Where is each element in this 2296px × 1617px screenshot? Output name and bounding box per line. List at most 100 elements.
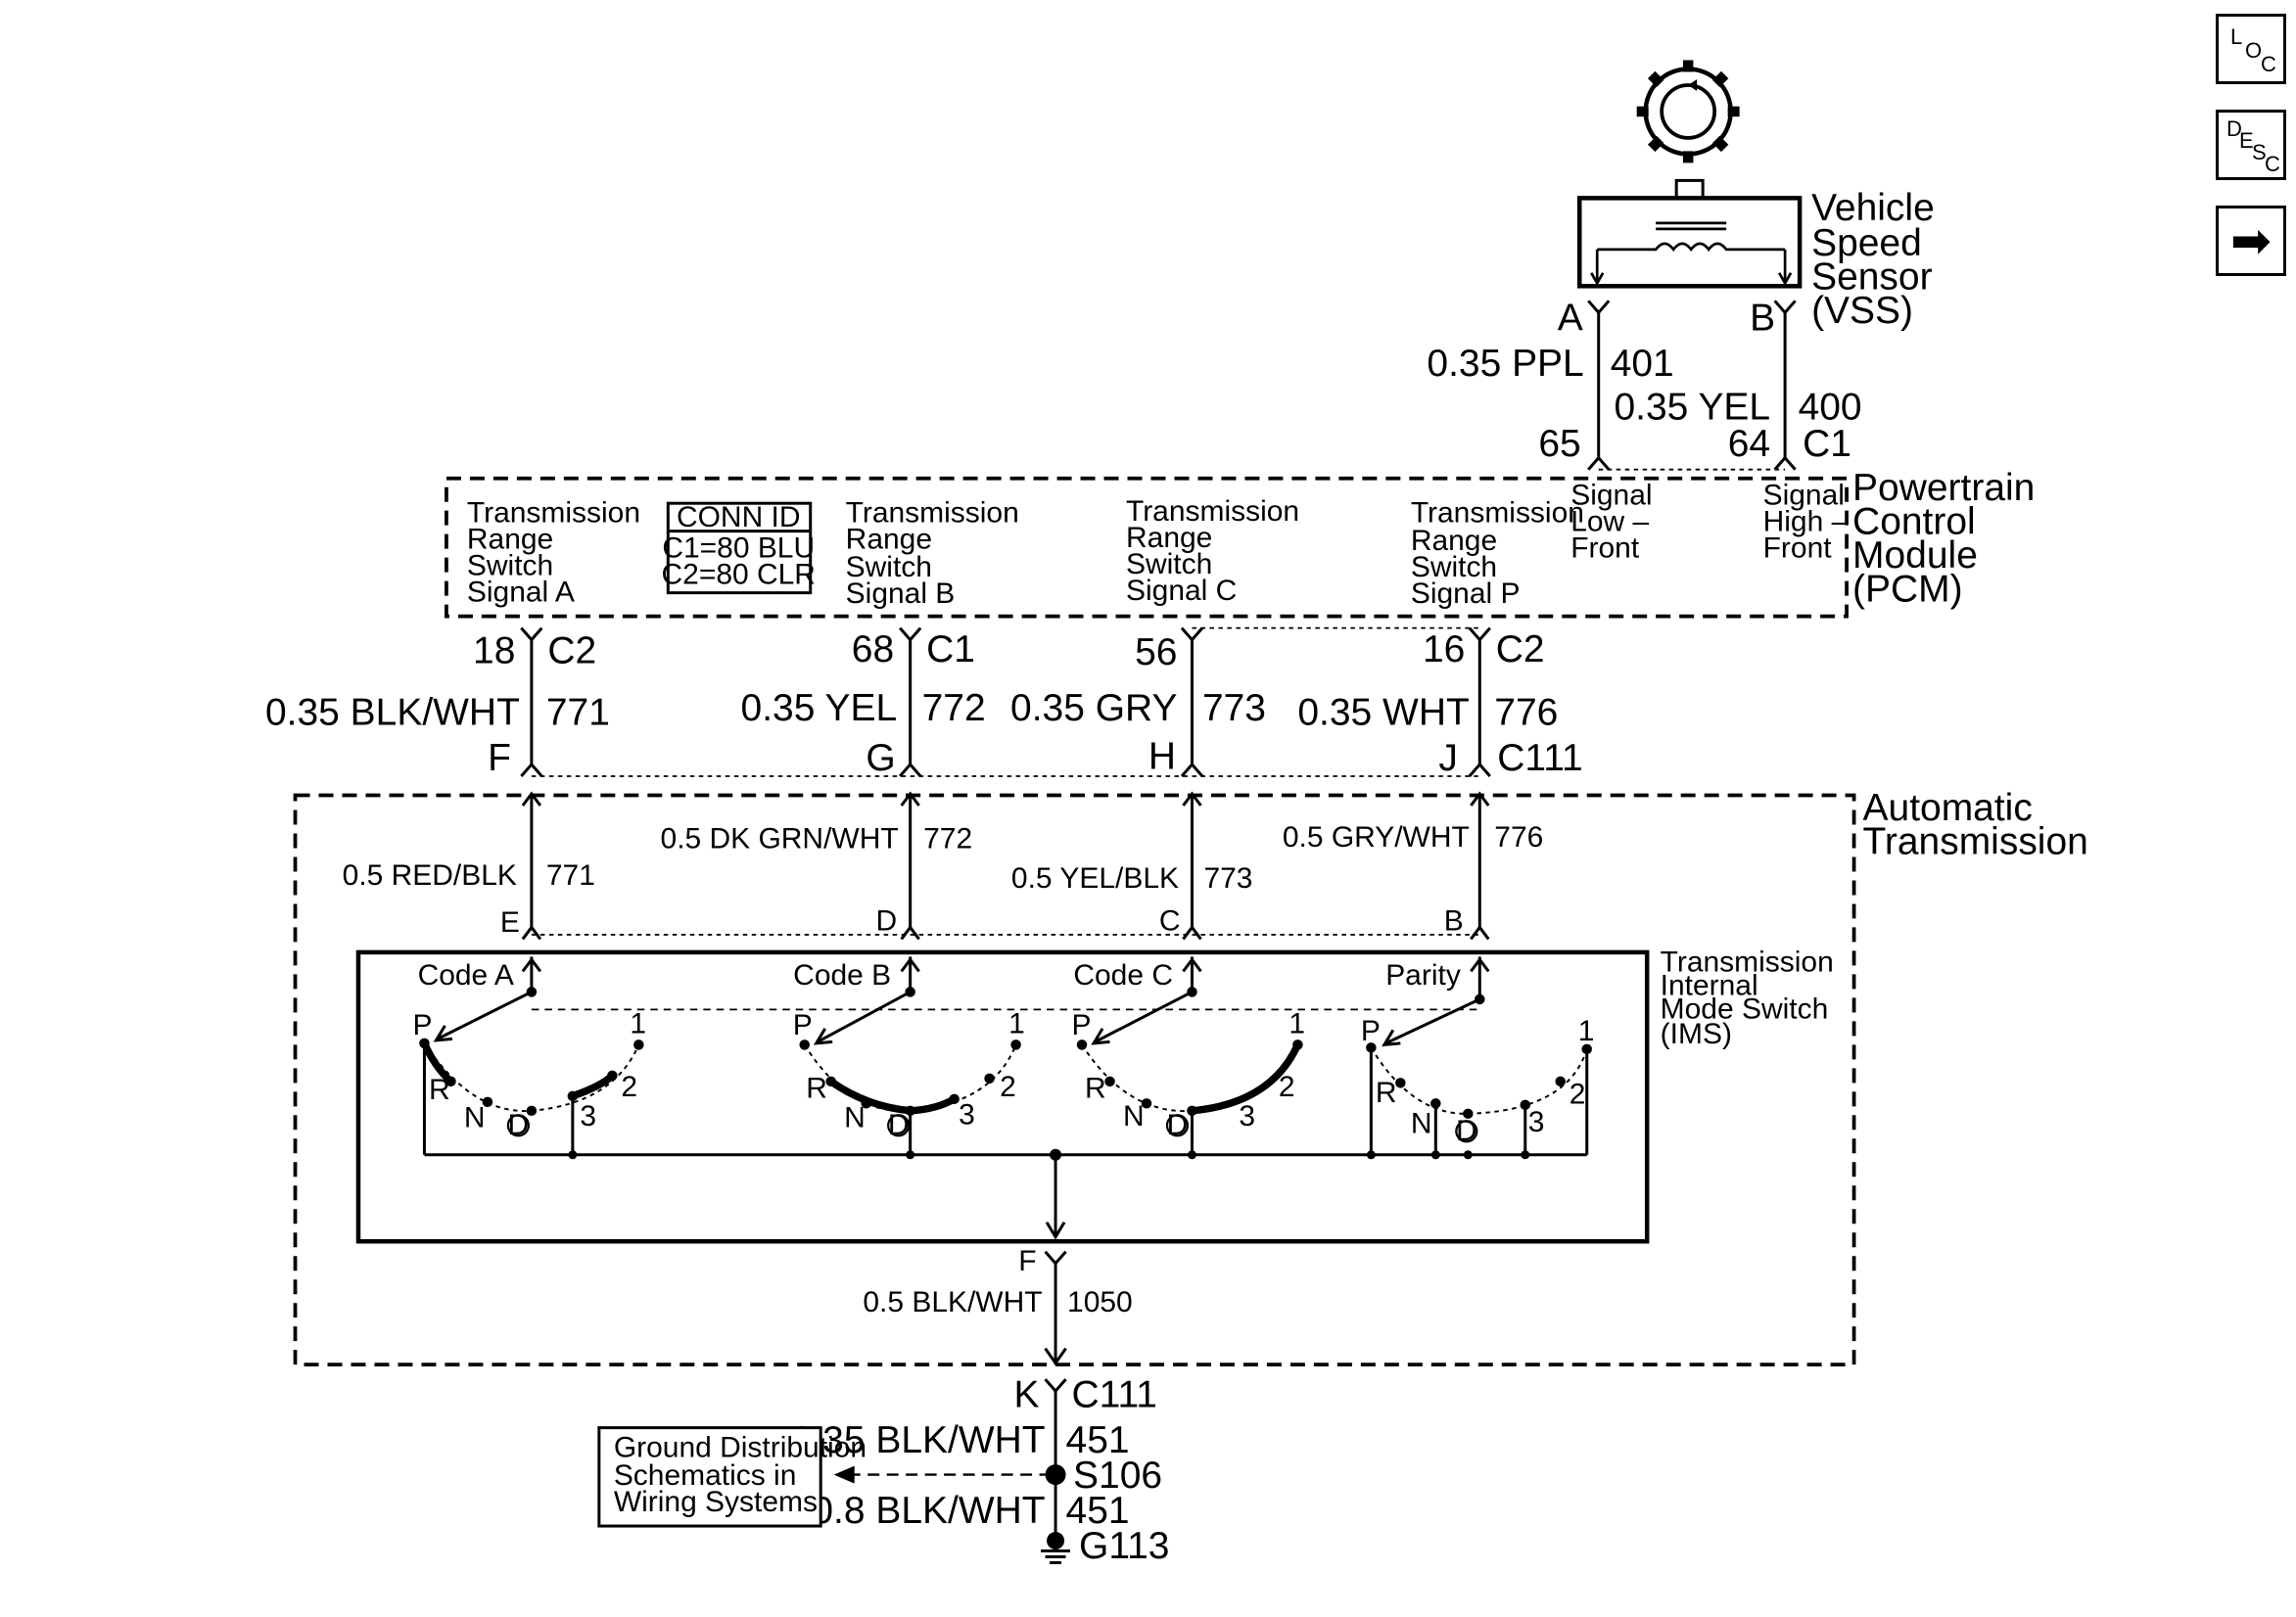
- next-page-button[interactable]: ➡: [2216, 206, 2286, 276]
- ims-pin-c: C: [1159, 904, 1181, 937]
- c111-pin-g: G: [866, 737, 895, 779]
- ims-switch-code-b-label: Code B: [793, 959, 891, 992]
- ims-switch-code-a-label: Code A: [418, 959, 514, 992]
- trans-wire-772-circuit: 772: [923, 822, 972, 855]
- vss-mount-stub: [1674, 178, 1705, 200]
- wire-773-label: 0.35 GRY: [1010, 687, 1177, 729]
- ground-distribution-reference-box[interactable]: Ground Distribution Schematics in Wiring…: [597, 1426, 867, 1528]
- trans-wire-773-label: 0.5 YEL/BLK: [1011, 862, 1179, 895]
- ims-c-pos-r: R: [1085, 1072, 1106, 1104]
- pcm-input-signal-low-front: Signal Low – Front: [1570, 480, 1652, 565]
- vss-title-line2: Speed: [1811, 222, 1922, 264]
- vss-coil-icon: [1590, 221, 1793, 287]
- pcm-wire-773: [1180, 626, 1204, 778]
- svg-text:Range: Range: [1411, 525, 1497, 557]
- transmission-box: [293, 793, 1856, 1367]
- vss-body: [1576, 196, 1803, 289]
- location-button[interactable]: L O C: [2216, 14, 2286, 84]
- ims-a-pos-3: 3: [580, 1100, 596, 1132]
- ims-c-pos-1: 1: [1289, 1007, 1305, 1040]
- wire-772-circuit: 772: [922, 687, 986, 729]
- svg-text:Switch: Switch: [467, 550, 553, 582]
- ims-c-pos-p: P: [1072, 1009, 1092, 1041]
- trans-wire-771-circuit: 771: [546, 859, 595, 892]
- pcm-pin-64: 64: [1728, 423, 1770, 465]
- svg-text:High –: High –: [1763, 506, 1849, 538]
- ims-a-pos-p: P: [412, 1009, 432, 1041]
- svg-text:CONN ID: CONN ID: [677, 501, 801, 533]
- ims-switch-code-a: [419, 956, 644, 1160]
- trans-wire-772: [900, 791, 920, 941]
- trans-wire-773-circuit: 773: [1203, 862, 1252, 895]
- ims-p-pos-p: P: [1361, 1015, 1381, 1047]
- ims-switch-code-c-label: Code C: [1073, 959, 1173, 992]
- ims-p-pos-1: 1: [1578, 1015, 1595, 1047]
- ims-c-pos-2: 2: [1279, 1071, 1295, 1103]
- ims-a-pos-1: 1: [630, 1007, 646, 1040]
- ims-p-pos-d: D: [1456, 1115, 1477, 1147]
- wire-776-circuit: 776: [1494, 692, 1558, 734]
- svg-text:Range: Range: [846, 524, 932, 556]
- ims-pin-d: D: [875, 904, 897, 937]
- ims-c-pos-d: D: [1167, 1109, 1189, 1141]
- vss-wire-400-circuit: 400: [1799, 387, 1862, 429]
- ims-title-line4: (IMS): [1661, 1018, 1732, 1050]
- vss-wire-400: [1773, 300, 1797, 471]
- ims-c-pos-3: 3: [1239, 1100, 1255, 1132]
- svg-text:Front: Front: [1570, 532, 1640, 565]
- ground-wire-1050-circuit: 1050: [1067, 1286, 1133, 1318]
- wire-772-label: 0.35 YEL: [741, 687, 898, 729]
- ims-a-pos-n: N: [464, 1101, 486, 1133]
- trans-wire-776-circuit: 776: [1494, 821, 1543, 854]
- ground-wire-1050: [1044, 1250, 1067, 1534]
- pcm-pin-68-connector: C1: [926, 628, 975, 670]
- c111-pin-f: F: [488, 737, 511, 779]
- pcm-input-signal-c: Transmission Range Switch Signal C: [1126, 495, 1299, 607]
- pcm-input-signal-high-front: Signal High – Front: [1763, 480, 1849, 565]
- vss-title-line3: Sensor: [1811, 255, 1932, 298]
- vss-wire-401-circuit: 401: [1611, 343, 1674, 385]
- trans-wire-772-label: 0.5 DK GRN/WHT: [661, 822, 899, 855]
- ims-b-pos-3: 3: [959, 1098, 975, 1131]
- wire-771-label: 0.35 BLK/WHT: [265, 692, 520, 734]
- pcm-wire-772: [899, 626, 922, 778]
- svg-text:Signal: Signal: [1763, 480, 1845, 512]
- ims-pin-f: F: [1018, 1245, 1036, 1277]
- ground-wire-451-upper-label: 0.35 BLK/WHT: [791, 1419, 1046, 1461]
- pcm-pin-65: 65: [1538, 423, 1580, 465]
- wire-773-circuit: 773: [1202, 687, 1266, 729]
- pcm-connector-c1: C1: [1803, 423, 1851, 465]
- svg-text:Signal B: Signal B: [846, 578, 956, 610]
- svg-text:Ground Distribution: Ground Distribution: [614, 1432, 867, 1464]
- description-button[interactable]: D E S C: [2216, 110, 2286, 180]
- ims-title-line2: Internal: [1661, 969, 1758, 1001]
- vss-pin-b: B: [1750, 297, 1775, 339]
- svg-text:Transmission: Transmission: [846, 497, 1019, 530]
- ims-p-pos-n: N: [1411, 1107, 1432, 1139]
- trans-wire-776: [1470, 791, 1490, 941]
- svg-text:Range: Range: [1126, 522, 1212, 554]
- pcm-pin-16-connector: C2: [1496, 628, 1545, 670]
- vss-wire-401-label: 0.35 PPL: [1427, 343, 1583, 385]
- ims-switch-code-b: [799, 956, 1021, 1160]
- svg-text:Switch: Switch: [1411, 551, 1497, 583]
- svg-text:Switch: Switch: [1126, 548, 1212, 580]
- arrow-right-icon: ➡: [2230, 212, 2272, 269]
- c111-pin-h: H: [1148, 736, 1176, 778]
- ims-p-pos-3: 3: [1528, 1106, 1545, 1138]
- pcm-title-line2: Control: [1852, 501, 1976, 543]
- svg-text:Front: Front: [1763, 532, 1833, 565]
- ims-box: [355, 949, 1650, 1244]
- ims-a-pos-d: D: [508, 1109, 530, 1141]
- vss-wire-400-label: 0.35 YEL: [1614, 387, 1770, 429]
- c111-pin-k: K: [1014, 1374, 1040, 1416]
- ims-b-pos-n: N: [844, 1101, 866, 1133]
- svg-text:Low –: Low –: [1570, 506, 1649, 538]
- transmission-title-line2: Transmission: [1863, 820, 2088, 862]
- ims-c-pos-n: N: [1123, 1100, 1145, 1132]
- svg-text:Schematics in: Schematics in: [614, 1459, 797, 1492]
- pcm-pin-18-connector: C2: [547, 630, 596, 672]
- pcm-pin-18: 18: [473, 630, 515, 672]
- svg-text:Signal P: Signal P: [1411, 578, 1521, 610]
